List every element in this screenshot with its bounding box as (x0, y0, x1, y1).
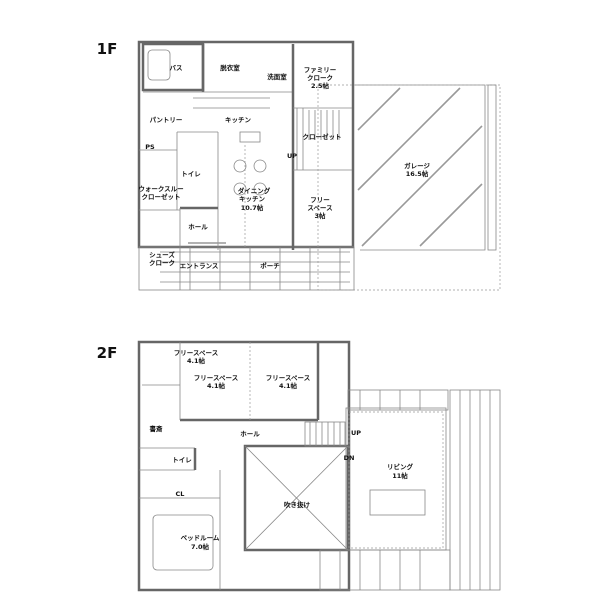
room-walkthrough-2: クローゼット (142, 192, 181, 201)
room-shoes-2: クローク (149, 258, 175, 267)
floor-1-plan (137, 40, 501, 291)
room-free-b-size: 4.1帖 (207, 381, 226, 390)
room-hall-2f: ホール (240, 430, 260, 438)
room-living: リビング (387, 462, 414, 471)
room-family-cloak-2: クローク (307, 73, 333, 82)
room-free-a-size: 4.1帖 (187, 356, 206, 365)
room-study: 書斎 (150, 424, 164, 433)
room-family-cloak: ファミリー (304, 66, 337, 74)
room-bath: バス (170, 64, 183, 72)
room-garage: ガレージ (404, 161, 430, 170)
room-free-b: フリースペース (194, 374, 238, 382)
room-free: フリー (310, 196, 330, 204)
room-void: 吹き抜け (284, 500, 311, 509)
room-free-a: フリースペース (174, 349, 218, 357)
room-entrance: エントランス (180, 262, 219, 270)
stairs-up-2f: UP (351, 429, 361, 437)
room-kitchen: キッチン (225, 116, 252, 124)
room-dining-size: 10.7帖 (241, 203, 264, 212)
room-free-c-size: 4.1帖 (279, 381, 298, 390)
stairs-down-2f: DN (344, 454, 355, 462)
room-bedroom-size: 7.0帖 (191, 542, 210, 551)
room-closet: クローゼット (303, 132, 342, 141)
room-bedroom: ベッドルーム (181, 534, 220, 542)
room-living-size: 11帖 (392, 471, 408, 480)
room-free-c: フリースペース (266, 374, 310, 382)
room-dining: ダイニング (238, 186, 271, 195)
floor-1-title: 1F (97, 40, 118, 58)
room-family-cloak-size: 2.5帖 (311, 81, 330, 90)
room-toilet-2f: トイレ (172, 456, 192, 464)
room-free-size: 3帖 (314, 211, 326, 220)
room-free-2: スペース (307, 204, 332, 212)
room-garage-size: 16.5帖 (406, 169, 429, 178)
floor-2-plan (137, 340, 501, 592)
room-toilet-1f: トイレ (181, 170, 201, 178)
room-ps: PS (145, 143, 155, 151)
room-shoes: シューズ (149, 250, 175, 259)
room-cl: CL (176, 490, 185, 498)
room-hall-1f: ホール (188, 223, 208, 231)
room-washroom: 洗面室 (267, 72, 287, 81)
stairs-up-1f: UP (287, 152, 297, 160)
room-dining-2: キッチン (239, 195, 266, 203)
room-walkthrough: ウォークスルー (138, 184, 183, 193)
room-dressing: 脱衣室 (220, 63, 240, 72)
room-porch: ポーチ (260, 261, 280, 270)
room-pantry: パントリー (150, 115, 183, 124)
floor-2-title: 2F (97, 344, 118, 362)
